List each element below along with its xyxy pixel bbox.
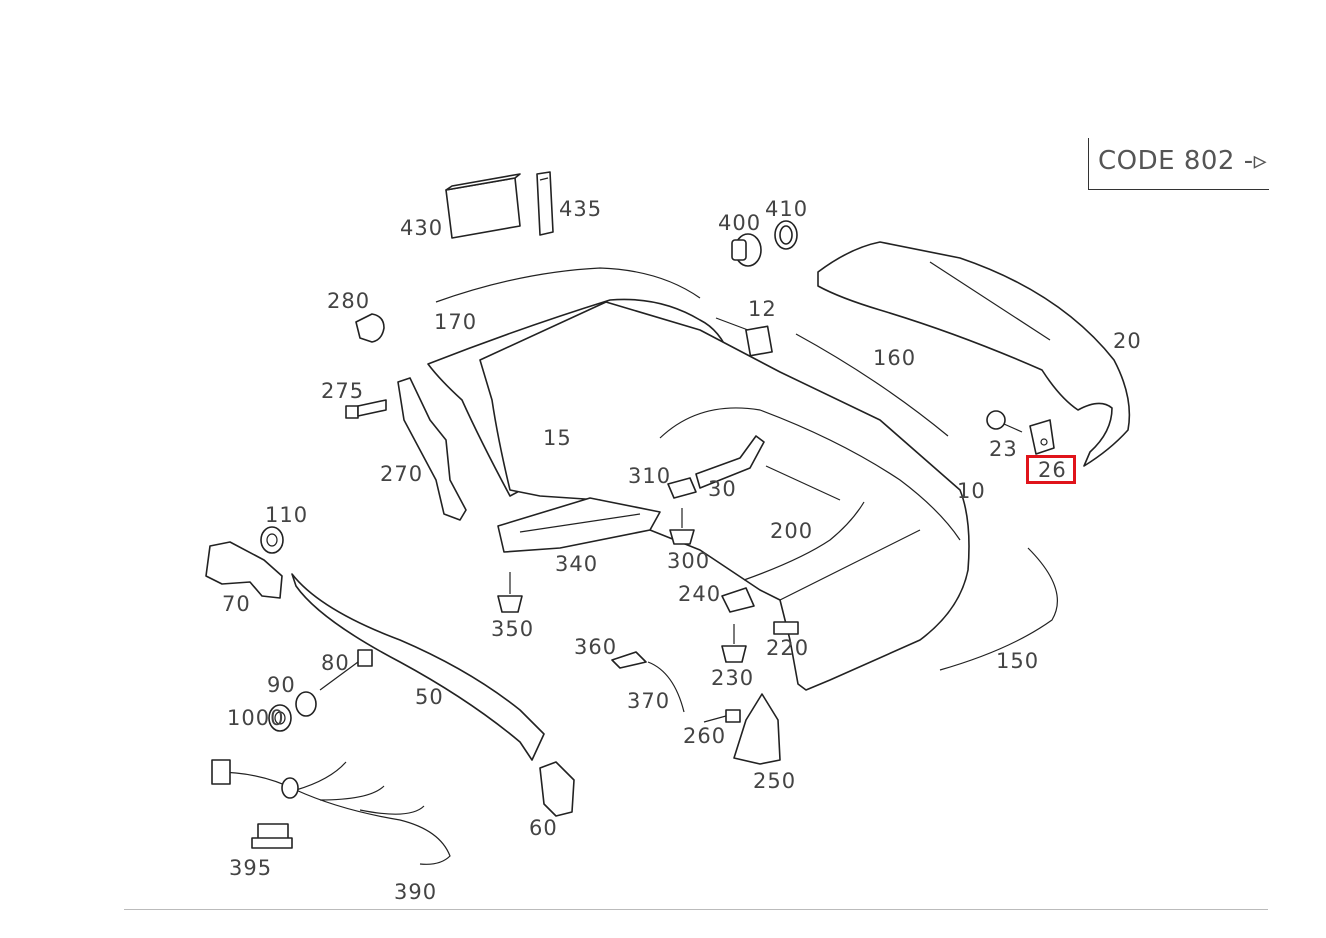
label-360[interactable]: 360	[574, 635, 618, 659]
part-90-washer[interactable]	[295, 691, 317, 717]
part-390-wiring-harness[interactable]	[211, 759, 451, 865]
part-200-trim-strip[interactable]	[743, 501, 865, 581]
part-220-nut[interactable]	[773, 621, 799, 635]
label-435[interactable]: 435	[559, 197, 603, 221]
part-360-pad[interactable]	[611, 651, 647, 669]
part-230-screw[interactable]	[721, 624, 747, 663]
part-400-parking-sensor[interactable]	[731, 233, 762, 267]
label-430[interactable]: 430	[400, 216, 444, 240]
part-30-bracket[interactable]	[695, 435, 765, 489]
label-350[interactable]: 350	[491, 617, 535, 641]
label-260[interactable]: 260	[683, 724, 727, 748]
label-60[interactable]: 60	[529, 816, 558, 840]
label-240[interactable]: 240	[678, 582, 722, 606]
selected-part-highlight	[1026, 455, 1076, 484]
part-60-mounting-bracket[interactable]	[539, 761, 575, 817]
code-label: CODE 802	[1098, 146, 1235, 176]
part-170-trim-strip[interactable]	[435, 267, 701, 303]
part-435-bracket[interactable]	[536, 171, 554, 236]
part-280-clip[interactable]	[355, 313, 385, 343]
part-20-rear-diffuser[interactable]	[817, 241, 1131, 467]
part-310-clip-nut[interactable]	[667, 477, 697, 499]
part-160-trim-strip[interactable]	[795, 333, 949, 437]
part-110-nut[interactable]	[260, 526, 284, 554]
label-400[interactable]: 400	[718, 211, 762, 235]
label-395[interactable]: 395	[229, 856, 273, 880]
label-1000[interactable]: 1000	[227, 706, 285, 730]
label-20[interactable]: 20	[1113, 329, 1142, 353]
part-240-clip[interactable]	[721, 587, 755, 613]
label-110[interactable]: 110	[265, 503, 309, 527]
label-10[interactable]: 10	[957, 479, 986, 503]
label-370[interactable]: 370	[627, 689, 671, 713]
part-300-screw[interactable]	[669, 508, 695, 545]
label-12[interactable]: 12	[748, 297, 777, 321]
label-26[interactable]: 26	[1038, 458, 1067, 482]
label-275[interactable]: 275	[321, 379, 365, 403]
label-270[interactable]: 270	[380, 462, 424, 486]
part-395-clip[interactable]	[251, 823, 293, 849]
label-200[interactable]: 200	[770, 519, 814, 543]
label-150[interactable]: 150	[996, 649, 1040, 673]
part-80-bolt[interactable]	[319, 649, 373, 691]
part-270-side-bracket[interactable]	[397, 377, 467, 521]
part-410-sensor-ring[interactable]	[774, 220, 798, 250]
arrow-right-icon: -▹	[1243, 146, 1268, 176]
label-250[interactable]: 250	[753, 769, 797, 793]
label-230[interactable]: 230	[711, 666, 755, 690]
part-1000-nut[interactable]	[268, 704, 292, 732]
code-frame	[1088, 138, 1269, 190]
code-802-reference[interactable]: CODE 802 -▹	[1098, 146, 1267, 176]
label-160[interactable]: 160	[873, 346, 917, 370]
bottom-divider	[124, 909, 1268, 910]
label-220[interactable]: 220	[766, 636, 810, 660]
label-170[interactable]: 170	[434, 310, 478, 334]
part-70-mounting-bracket[interactable]	[205, 541, 283, 599]
part-340-cover-tray[interactable]	[497, 497, 661, 553]
label-410[interactable]: 410	[765, 197, 809, 221]
part-12-sensor[interactable]	[715, 317, 773, 357]
label-90[interactable]: 90	[267, 673, 296, 697]
label-300[interactable]: 300	[667, 549, 711, 573]
label-310[interactable]: 310	[628, 464, 672, 488]
part-23-screw[interactable]	[986, 410, 1023, 433]
label-50[interactable]: 50	[415, 685, 444, 709]
label-15[interactable]: 15	[543, 426, 572, 450]
part-370-strip[interactable]	[647, 661, 685, 713]
label-70[interactable]: 70	[222, 592, 251, 616]
label-340[interactable]: 340	[555, 552, 599, 576]
part-350-screw[interactable]	[497, 572, 523, 613]
part-150-trim-strip[interactable]	[939, 547, 1058, 671]
label-23[interactable]: 23	[989, 437, 1018, 461]
part-275-push-pin[interactable]	[345, 399, 387, 419]
part-260-pin[interactable]	[703, 709, 741, 723]
label-390[interactable]: 390	[394, 880, 438, 904]
part-26-bracket[interactable]	[1029, 419, 1055, 455]
label-80[interactable]: 80	[321, 651, 350, 675]
part-50-crossmember[interactable]	[291, 573, 545, 761]
part-250-splash-guard[interactable]	[733, 693, 781, 765]
label-30[interactable]: 30	[708, 477, 737, 501]
part-10-rear-bumper-cover[interactable]	[479, 301, 970, 691]
label-280[interactable]: 280	[327, 289, 371, 313]
part-430-control-unit[interactable]	[445, 173, 521, 239]
